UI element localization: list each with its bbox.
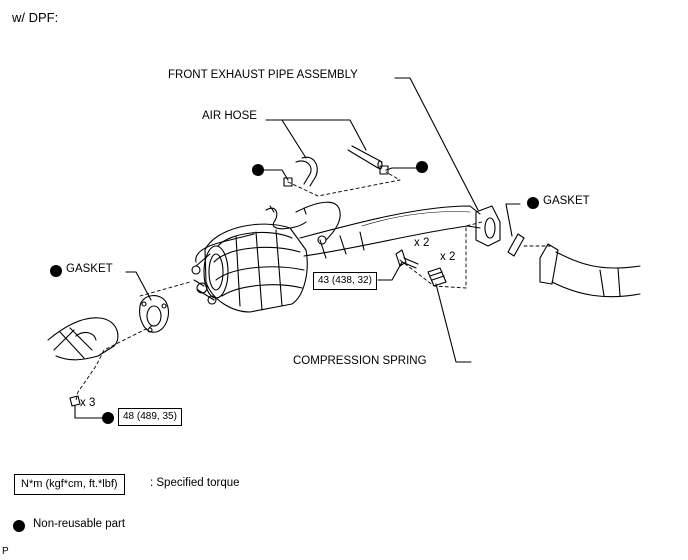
legend-torque-desc: : Specified torque	[150, 477, 240, 489]
clip-right	[379, 165, 389, 175]
label-qty-nut: x 3	[80, 397, 96, 409]
manifold-fragment	[47, 317, 119, 361]
torque-box-bolt: 43 (438, 32)	[313, 272, 377, 290]
label-gasket-right: GASKET	[543, 195, 590, 207]
footer-code: P	[2, 546, 9, 557]
front-exhaust-pipe	[299, 205, 501, 259]
nonreusable-dot-gasket-right	[527, 197, 539, 209]
label-front-exhaust-pipe: FRONT EXHAUST PIPE ASSEMBLY	[168, 69, 358, 81]
clip-left	[283, 177, 293, 187]
torque-box-nut: 48 (489, 35)	[118, 408, 182, 426]
nonreusable-dot-gasket-left	[50, 265, 62, 277]
legend-torque-box: N*m (kgf*cm, ft.*lbf)	[14, 474, 125, 495]
catalytic-converter	[191, 223, 308, 313]
flange-nut	[69, 395, 81, 407]
mounting-bolt	[395, 249, 419, 269]
label-air-hose: AIR HOSE	[202, 110, 257, 122]
leader-nut	[74, 405, 108, 419]
page-title: w/ DPF:	[12, 10, 59, 25]
compression-spring-part	[427, 267, 447, 287]
nonreusable-dot-nut	[102, 412, 114, 424]
air-hose-left	[295, 156, 318, 187]
label-gasket-left: GASKET	[66, 263, 113, 275]
sensor-harness	[195, 201, 341, 263]
label-qty-spring: x 2	[440, 251, 456, 263]
leader-front-pipe	[394, 77, 479, 211]
leader-gasket-left	[125, 271, 152, 301]
leader-dot-clip-left	[263, 169, 289, 181]
label-qty-bolt: x 2	[414, 237, 430, 249]
label-compression-spring: COMPRESSION SPRING	[293, 355, 427, 367]
leader-spring	[435, 283, 472, 363]
left-gasket-part	[139, 295, 169, 333]
leader-dot-clip-right	[385, 167, 421, 171]
legend-nonreusable-dot	[13, 520, 25, 532]
leader-gasket-right	[505, 203, 521, 237]
nonreusable-dot-clip-right	[416, 161, 428, 173]
right-gasket-part	[507, 233, 525, 257]
rear-exhaust-pipe	[539, 243, 641, 298]
legend-nonreusable-desc: Non-reusable part	[33, 518, 126, 530]
leader-torque-bolt	[377, 261, 403, 281]
leader-air-hose	[265, 119, 307, 159]
nonreusable-dot-clip-left	[252, 164, 264, 176]
air-hose-right	[347, 145, 383, 170]
leader-air-hose-2	[281, 119, 367, 151]
